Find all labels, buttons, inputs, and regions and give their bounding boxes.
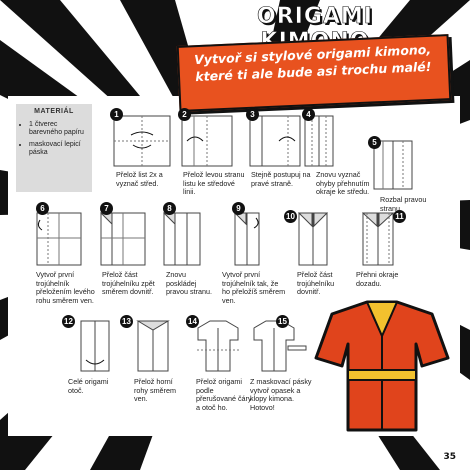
finished-kimono-illustration [314,300,450,432]
step-7-caption: Přelož část trojúhelníku zpět směrem dov… [102,270,155,297]
step-3-diagram [249,115,301,167]
step-5-badge: 5 [368,136,381,149]
step-10-badge: 10 [284,210,297,223]
step-7-badge: 7 [100,202,113,215]
material-item: 1 čtverec barevného papíru [29,121,87,138]
step-8-diagram [163,212,201,266]
step-6-diagram [36,212,82,266]
step-15-caption: Z maskovací pásky vytvoř opasek a klopy … [250,377,312,412]
material-item: maskovací lepicí páska [29,141,87,158]
step-5-diagram [373,140,413,190]
step-12-badge: 12 [62,315,75,328]
step-12-diagram [80,320,110,372]
step-2-badge: 2 [178,108,191,121]
step-9-diagram [234,212,260,266]
step-8-caption: Znovu poskládej pravou stranu. [166,270,212,297]
material-list: 1 čtverec barevného papíru maskovací lep… [21,121,87,158]
step-3-badge: 3 [246,108,259,121]
step-4-diagram [304,115,334,167]
step-14-caption: Přelož origami podle přerušované čáry a … [196,377,252,412]
step-10-caption: Přelož část trojúhelníku dovnitř. [297,270,335,297]
step-11-badge: 11 [393,210,406,223]
step-4-caption: Znovu vyznač ohyby přehnutím okraje ke s… [316,170,370,197]
step-8-badge: 8 [163,202,176,215]
step-1-caption: Přelož list 2x a vyznač střed. [116,170,163,188]
step-14-badge: 14 [186,315,199,328]
step-1-diagram [113,115,171,167]
step-2-diagram [181,115,233,167]
step-13-diagram [136,320,170,372]
step-1-badge: 1 [110,108,123,121]
step-14-diagram [197,320,239,372]
step-9-caption: Vytvoř první trojúhelník tak, že ho přel… [222,270,286,305]
step-9-badge: 9 [232,202,245,215]
step-3-caption: Stejně postupuj na pravé straně. [251,170,311,188]
step-11-caption: Přehni okraje dozadu. [356,270,399,288]
material-box: MATERIÁL 1 čtverec barevného papíru mask… [16,104,92,192]
page-title: ORIGAMI KIMONO [257,4,373,55]
step-10-diagram [298,212,328,266]
step-7-diagram [100,212,146,266]
step-12-caption: Celé origami otoč. [68,377,109,395]
step-13-badge: 13 [120,315,133,328]
step-11-diagram [362,212,394,266]
page-number: 35 [443,452,456,462]
step-13-caption: Přelož horní rohy směrem ven. [134,377,176,404]
step-5-caption: Rozbal pravou stranu. [380,195,427,213]
step-15-badge: 15 [276,315,289,328]
step-4-badge: 4 [302,108,315,121]
step-6-caption: Vytvoř první trojúhelník přeložením levé… [36,270,95,305]
step-2-caption: Přelož levou stranu listu ke středové li… [183,170,245,197]
step-6-badge: 6 [36,202,49,215]
material-heading: MATERIÁL [34,108,74,115]
